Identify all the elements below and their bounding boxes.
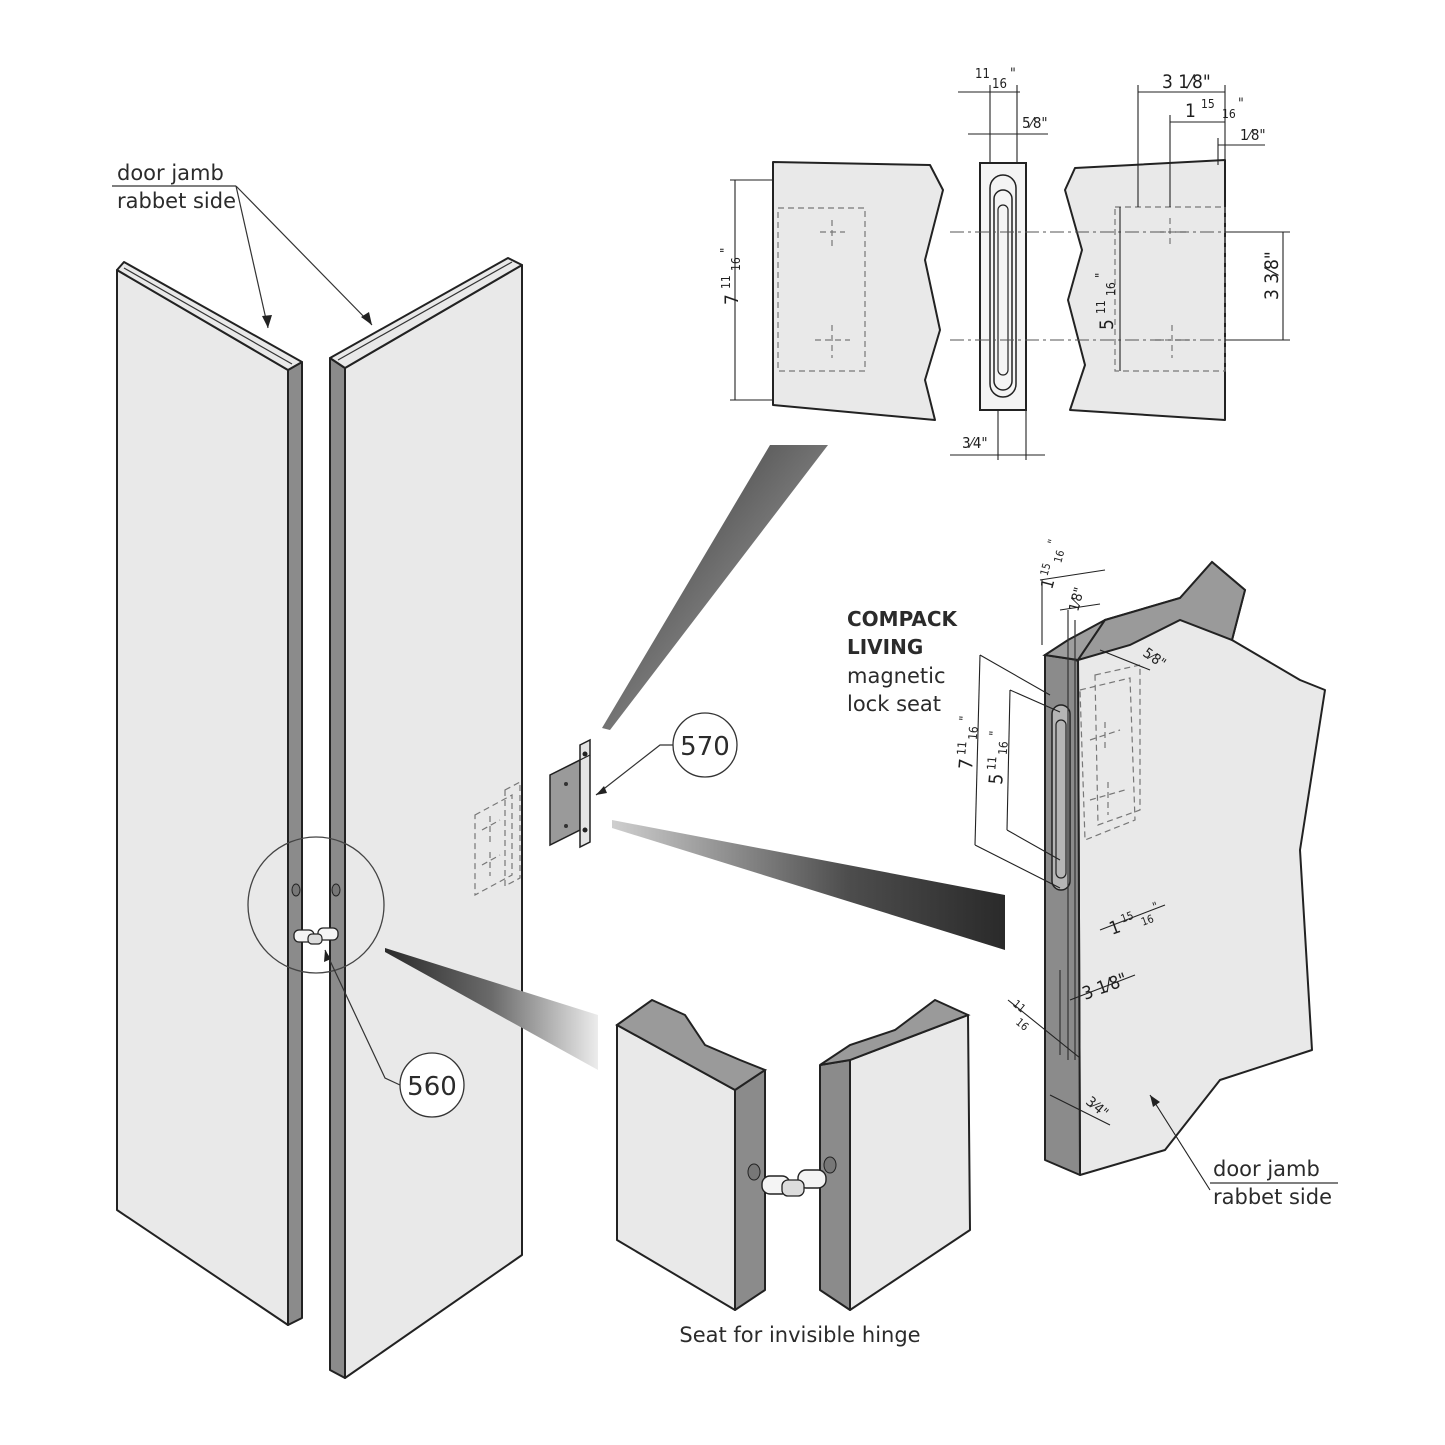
- dim-top-7-11-16-num: 11: [719, 275, 733, 289]
- dim-top-7-11-16-den: 16: [729, 257, 743, 271]
- door-jamb-label-top-1: door jamb: [117, 161, 224, 185]
- dim-iso-1-8: 1⁄8": [1066, 586, 1088, 613]
- hinge-seat-detail: [615, 998, 971, 1311]
- product-title-line-2: LIVING: [847, 635, 923, 659]
- isometric-jamb-detail: [974, 560, 1338, 1191]
- dim-top-1-15-16-whole: 1: [1185, 100, 1196, 122]
- dim-top-3-3-8: 3 3⁄8": [1261, 251, 1283, 300]
- svg-text:": ": [1094, 273, 1109, 278]
- magnetic-lock-plate: [549, 738, 591, 849]
- dim-iso-1-15-16-den: 16: [1052, 549, 1068, 565]
- dim-top-1-15-16-den: 16: [1222, 107, 1236, 121]
- top-dimension-labels: 11 16 " 5⁄8" 3 1⁄8" 1 15 16 " 1⁄8" 7 11 …: [719, 66, 1283, 452]
- callout-570-label: 570: [680, 732, 730, 762]
- dim-iso-7-11-16-whole: 7: [955, 758, 978, 771]
- door-jamb-label-bottom-1: door jamb: [1213, 1157, 1320, 1181]
- dim-top-5-11-16-num: 11: [1094, 300, 1108, 314]
- svg-text:": ": [1010, 66, 1016, 82]
- dim-top-11-16-den: 16: [992, 77, 1007, 92]
- callout-560-label: 560: [407, 1072, 457, 1102]
- dim-iso-5-11-16-whole: 5: [985, 773, 1008, 786]
- dim-top-5-11-16-den: 16: [1104, 282, 1118, 296]
- product-title-line-1: COMPACK: [847, 607, 959, 631]
- svg-text:": ": [719, 248, 734, 253]
- door-jamb-label-top-2: rabbet side: [117, 189, 236, 213]
- dim-iso-11-16-den: 16: [1013, 1016, 1031, 1034]
- door-jamb-label-bottom-2: rabbet side: [1213, 1185, 1332, 1209]
- svg-text:": ": [1045, 538, 1060, 546]
- hinge-detail-circle: [247, 836, 385, 974]
- dim-iso-1-15-16-num: 15: [1038, 562, 1054, 578]
- dim-top-11-16-num: 11: [975, 67, 990, 82]
- dim-top-3-4: 3⁄4": [962, 434, 988, 452]
- hinge-seat-caption: Seat for invisible hinge: [679, 1323, 920, 1347]
- dim-top-1-8: 1⁄8": [1240, 126, 1266, 144]
- lock-seat-outline: [474, 781, 521, 897]
- product-subtitle-line-1: magnetic: [847, 664, 946, 688]
- left-door-leaf: [116, 261, 303, 1326]
- dim-iso-5-11-16-num: 11: [984, 756, 999, 771]
- top-orthographic-view: [730, 85, 1290, 460]
- callout-560: 560: [324, 949, 465, 1118]
- dim-top-7-11-16-whole: 7: [721, 294, 743, 305]
- right-door-leaf: [329, 257, 523, 1379]
- beam-to-top-drawing: [602, 445, 828, 730]
- dim-top-5-11-16-whole: 5: [1096, 319, 1118, 330]
- jamb-label-leaders: [112, 185, 373, 329]
- svg-text:": ": [987, 730, 1002, 737]
- product-subtitle-line-2: lock seat: [847, 692, 941, 716]
- dim-iso-1-15-16b-num: 15: [1119, 909, 1135, 926]
- dim-iso-5-11-16-den: 16: [996, 741, 1011, 756]
- dim-top-1-15-16-num: 15: [1201, 97, 1215, 111]
- dim-iso-7-11-16-den: 16: [966, 726, 981, 741]
- dim-top-5-8: 5⁄8": [1022, 114, 1048, 132]
- dim-iso-7-11-16-num: 11: [954, 741, 969, 756]
- dim-top-3-1-8: 3 1⁄8": [1162, 71, 1211, 93]
- svg-text:": ": [957, 715, 972, 722]
- callout-570: 570: [595, 712, 738, 796]
- dim-iso-1-15-16b-den: 16: [1139, 912, 1155, 929]
- beam-to-iso-drawing: [612, 820, 1005, 950]
- dim-iso-11-16-num: 11: [1010, 997, 1028, 1015]
- svg-text:": ": [1151, 899, 1160, 914]
- svg-text:": ": [1238, 96, 1244, 112]
- beam-to-hinge-drawing: [385, 948, 598, 1070]
